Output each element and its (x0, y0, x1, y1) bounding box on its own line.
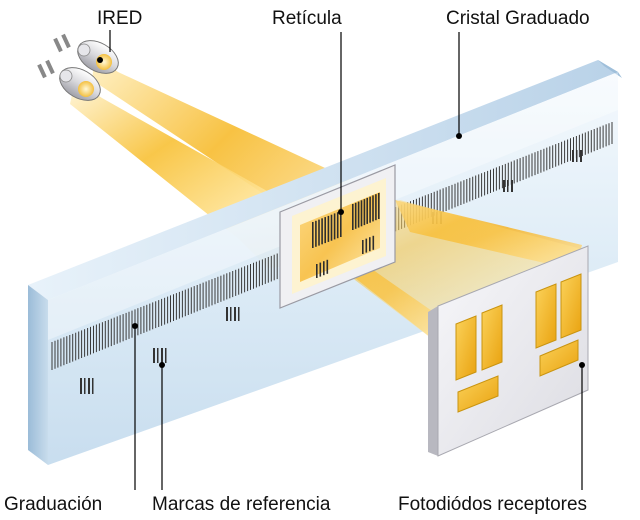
ired-emitter-lower (37, 59, 101, 101)
reticle-grating-line (336, 212, 339, 239)
reticle-grating-line (366, 197, 368, 224)
reticle-grating-line (352, 204, 354, 230)
reticle-grating-line (360, 200, 363, 227)
reticle-grating-line (372, 195, 374, 222)
label-graduacion: Graduación (4, 494, 102, 515)
photodiode-windows (455, 273, 582, 413)
ired-emitters (37, 33, 119, 101)
photodiode-window-5 (457, 375, 499, 413)
reticle-grating-line (354, 202, 357, 229)
reticle-grating-line (318, 219, 320, 246)
leader-reticula-dot (338, 209, 344, 215)
reticle-reference-mark (369, 237, 371, 252)
reticle-plate (279, 164, 396, 309)
reticle-grating-line (333, 213, 336, 240)
reticle-grating-line (315, 220, 317, 247)
leader-fotodiodos-dot (579, 362, 585, 368)
leader-marcas-dot (159, 362, 165, 368)
leader-lines (97, 30, 585, 490)
reticle-reference-mark (326, 259, 329, 274)
photodiode-window-1 (455, 315, 477, 381)
photodiode-panel (428, 245, 589, 457)
reticle-reference-mark (362, 240, 364, 254)
reticle-gratings (312, 193, 380, 278)
glass-top-face (28, 60, 618, 300)
reticle-reference-mark (365, 238, 368, 253)
reticle-grating-line (357, 201, 360, 228)
reticle-grating-line (312, 222, 314, 248)
reticle-reference-mark (323, 261, 325, 276)
label-fotodiodos-receptores: Fotodiódos receptores (398, 494, 587, 515)
reticle-reference-mark (316, 264, 318, 278)
reticle-grating-line (369, 196, 371, 223)
glass-end-face (28, 285, 48, 465)
photodiode-window-4 (560, 273, 582, 339)
leader-graduacion-dot (132, 323, 138, 329)
labels: IRED Retícula Cristal Graduado Graduació… (4, 8, 590, 515)
leader-cristal-dot (456, 133, 462, 139)
reticle-grating-line (375, 194, 377, 221)
panel-side (428, 306, 438, 456)
photodiode-window-3 (535, 283, 557, 349)
glass-right-end (598, 60, 622, 78)
reticle-reference-mark (319, 262, 322, 277)
reticle-reference-mark (372, 235, 375, 250)
reticle-grating-line (321, 218, 323, 245)
label-cristal-graduado: Cristal Graduado (446, 8, 590, 29)
leader-ired-dot (97, 57, 103, 63)
label-ired: IRED (97, 8, 142, 29)
reticle-grating-line (378, 193, 380, 219)
label-marcas-de-referencia: Marcas de referencia (152, 494, 331, 515)
reticle-grating-line (340, 211, 342, 237)
reticle-grating-line (327, 215, 330, 242)
photodiode-window-2 (481, 304, 503, 371)
photodiode-window-6 (539, 339, 579, 377)
reticle-grating-line (324, 217, 326, 244)
reticle-grating-line (330, 214, 333, 241)
reticle-grating-line (363, 199, 366, 226)
label-reticula: Retícula (272, 8, 342, 29)
